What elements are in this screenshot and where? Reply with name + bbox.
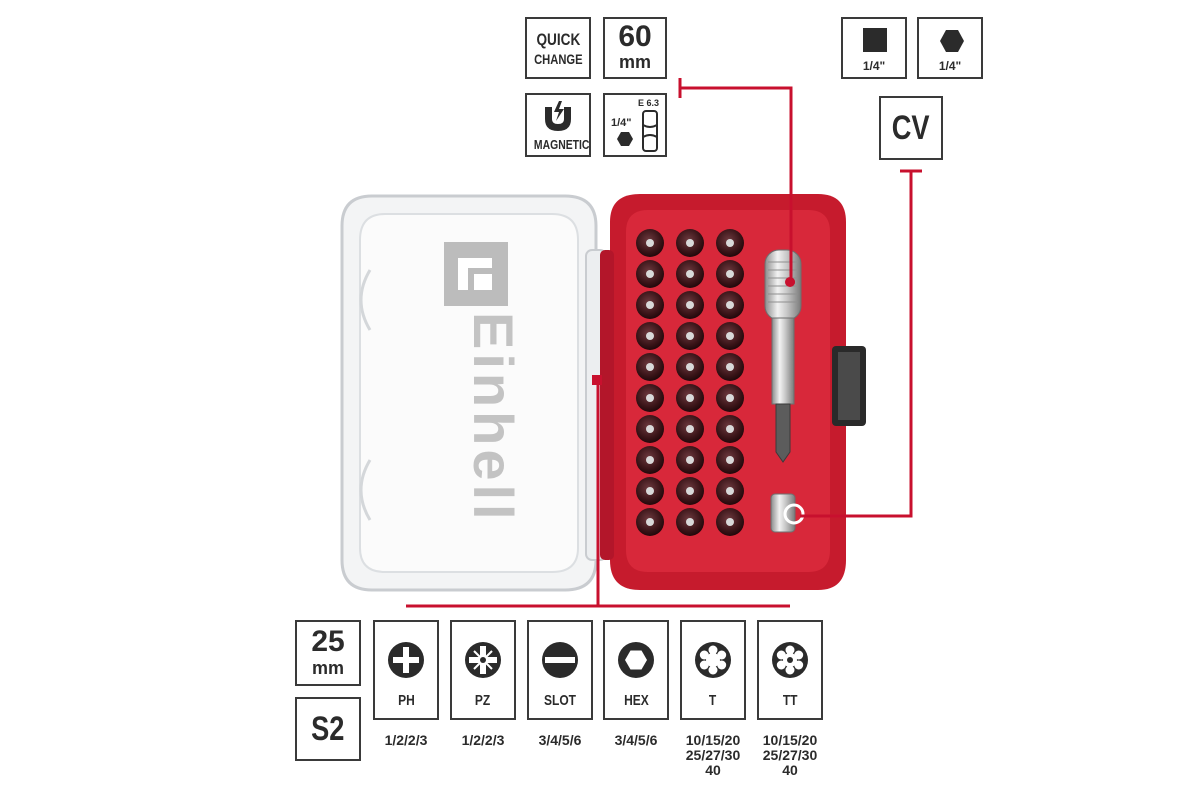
bit-size-line: 1/2/2/3: [384, 732, 428, 748]
bit-type-badge-slot: SLOT: [527, 620, 593, 720]
quick-change-line2: CHANGE: [533, 51, 583, 67]
length-60-unit: mm: [618, 52, 651, 72]
bit-type-badge-pz: PZ: [450, 620, 516, 720]
bit-tip: [686, 394, 694, 402]
bit-tip: [726, 301, 734, 309]
bit-size-line: 10/15/20: [762, 732, 818, 748]
hex-shank-icon: [617, 110, 658, 152]
bit-type-label: T: [709, 692, 717, 709]
bit-tip: [726, 363, 734, 371]
magnetic-badge: MAGNETIC: [525, 93, 591, 157]
length-60mm-badge: 60 mm: [603, 17, 667, 79]
bit-type-badge-ph: PH: [373, 620, 439, 720]
shank-size-label: 1/4": [611, 117, 632, 129]
torx-tamper-icon: [772, 642, 808, 678]
torx-icon: [695, 642, 731, 678]
hex-size: 1/4": [938, 59, 962, 73]
bit-adapter: [770, 493, 805, 533]
transparent-lid: Einhell: [340, 194, 607, 592]
bit-size-line: 3/4/5/6: [538, 732, 582, 748]
bit-tip: [726, 332, 734, 340]
s2-material-badge: S2: [295, 697, 361, 761]
bit-type-badge-tt: TT: [757, 620, 823, 720]
bit-type-label: PH: [397, 692, 415, 709]
bit-sizes: 3/4/5/6: [586, 733, 686, 748]
pozidriv-icon: [465, 642, 501, 678]
slot-icon: [542, 642, 578, 678]
bit-type-label: SLOT: [544, 692, 576, 709]
square-drive-badge: 1/4": [841, 17, 907, 79]
bit-size-line: 1/2/2/3: [461, 732, 505, 748]
length-25-value: 25: [311, 625, 345, 658]
s2-label: S2: [311, 710, 345, 748]
bit-tip: [686, 363, 694, 371]
bit-tip: [726, 518, 734, 526]
bit-size-line: 40: [705, 762, 721, 778]
bit-tip: [686, 425, 694, 433]
magnetic-label: MAGNETIC: [533, 137, 590, 152]
bit-tip: [646, 518, 654, 526]
bit-tip: [646, 301, 654, 309]
hex-icon: [618, 642, 654, 678]
bit-tip: [726, 425, 734, 433]
magnet-icon: [545, 101, 571, 131]
bit-tip: [646, 239, 654, 247]
callout-lines: [406, 78, 922, 608]
quick-change-line1: QUICK: [536, 30, 580, 49]
bit-tip: [726, 487, 734, 495]
square-size: 1/4": [862, 59, 886, 73]
bit-tip: [686, 332, 694, 340]
bit-sizes: 1/2/2/3: [433, 733, 533, 748]
bit-size-line: 10/15/20: [685, 732, 741, 748]
bit-type-label: TT: [782, 692, 798, 709]
bit-tip: [726, 239, 734, 247]
bit-size-line: 25/27/30: [685, 747, 741, 763]
bit-tip: [726, 456, 734, 464]
length-25mm-badge: 25 mm: [295, 620, 361, 686]
bit-tip: [686, 487, 694, 495]
bit-size-line: 40: [782, 762, 798, 778]
bit-type-badge-hex: HEX: [603, 620, 669, 720]
bit-sizes: 1/2/2/3: [356, 733, 456, 748]
shank-standard-label: E 6.3: [638, 98, 660, 108]
bit-size-line: 25/27/30: [762, 747, 818, 763]
bit-tip: [646, 270, 654, 278]
hexagon-icon: [940, 30, 964, 52]
logo-mark: [444, 242, 508, 306]
bit-tip: [646, 394, 654, 402]
red-case: [600, 194, 866, 590]
bit-tip: [726, 394, 734, 402]
bit-type-label: PZ: [475, 692, 491, 709]
cv-label: CV: [892, 109, 930, 147]
hex-drive-badge: 1/4": [917, 17, 983, 79]
phillips-icon: [388, 642, 424, 678]
bit-grid: [636, 229, 744, 536]
length-25-unit: mm: [311, 658, 344, 678]
bit-tip: [686, 456, 694, 464]
bit-size-line: 3/4/5/6: [614, 732, 658, 748]
bit-tip: [646, 363, 654, 371]
bit-tip: [646, 487, 654, 495]
bit-sizes: 3/4/5/6: [510, 733, 610, 748]
length-60-value: 60: [618, 20, 652, 53]
bit-tip: [686, 270, 694, 278]
bit-tip: [646, 425, 654, 433]
logo-text: Einhell: [462, 312, 525, 524]
bit-tip: [686, 301, 694, 309]
square-icon: [863, 28, 887, 52]
bit-tip: [686, 518, 694, 526]
bit-tip: [646, 332, 654, 340]
bit-type-badge-t: T: [680, 620, 746, 720]
quick-change-badge: QUICK CHANGE: [525, 17, 591, 79]
shank-badge: E 6.3 1/4": [603, 93, 667, 157]
bit-tip: [686, 239, 694, 247]
bit-type-label: HEX: [623, 692, 649, 709]
cv-material-badge: CV: [879, 96, 943, 160]
bit-tip: [646, 456, 654, 464]
bit-tip: [726, 270, 734, 278]
